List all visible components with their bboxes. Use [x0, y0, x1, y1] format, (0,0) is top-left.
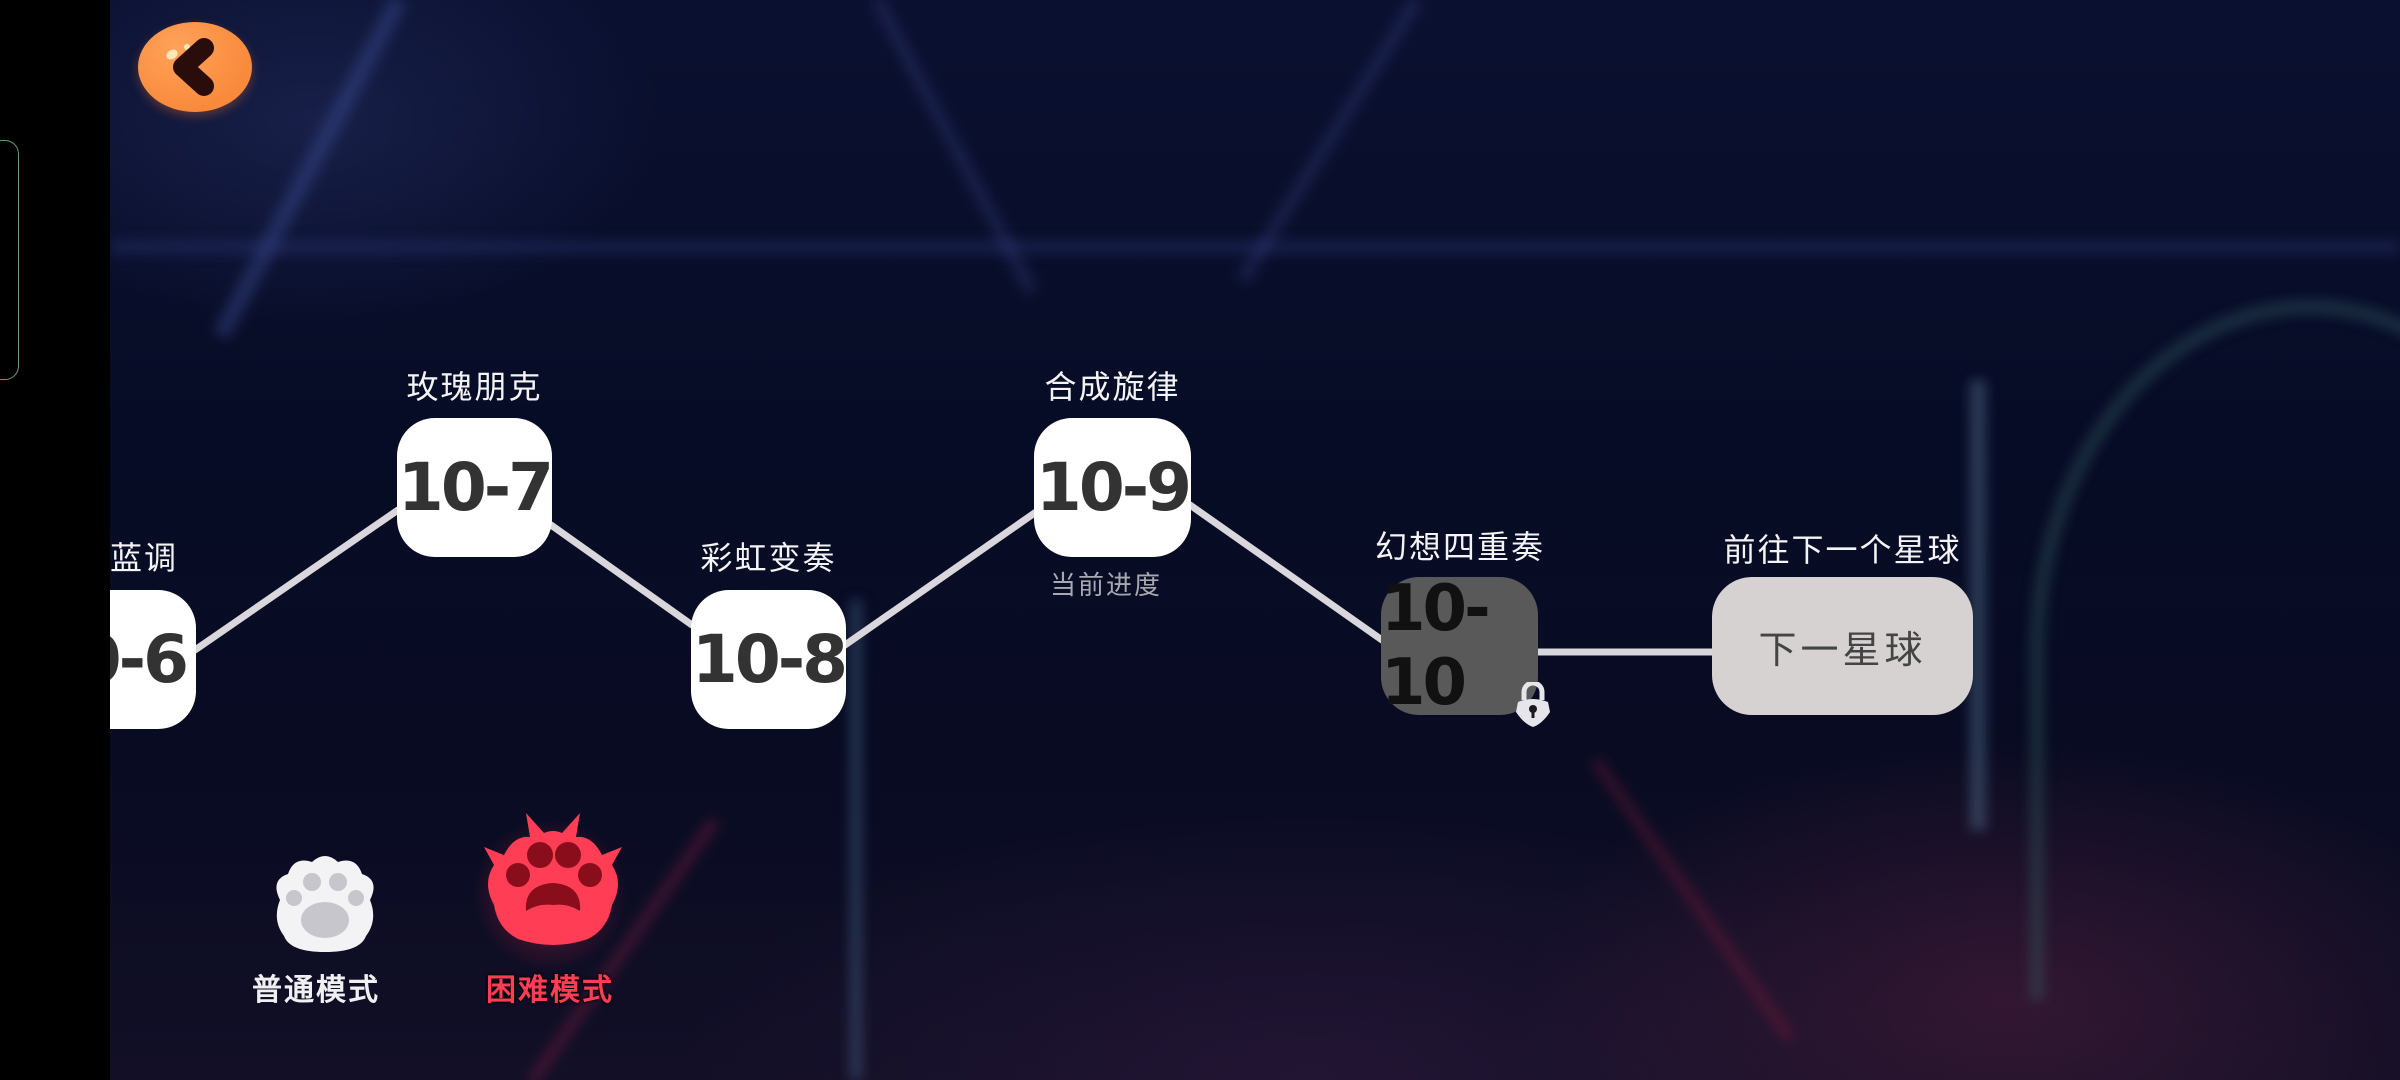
level-number: 10-9 — [1035, 449, 1192, 526]
lock-icon — [1516, 682, 1550, 727]
light-beam — [1970, 380, 1986, 830]
level-title-10-10: 幻想四重奏 — [1374, 528, 1545, 566]
level-node-10-8[interactable]: 10-8 — [691, 590, 848, 729]
level-title-10-7: 玫瑰朋克 — [406, 368, 543, 406]
light-beam — [850, 600, 862, 1080]
red-paw-icon — [484, 813, 622, 945]
next-planet-title: 前往下一个星球 — [1723, 531, 1962, 569]
level-node-10-7[interactable]: 10-7 — [397, 418, 554, 557]
current-progress-label: 当前进度 — [1050, 571, 1163, 601]
level-title-10-6: 蓝调 — [110, 539, 179, 577]
level-node-10-9[interactable]: 10-9 — [1034, 418, 1192, 557]
normal-mode-button[interactable]: 普通模式 — [245, 845, 405, 1008]
normal-mode-label: 普通模式 — [252, 973, 380, 1008]
white-paw-icon — [276, 856, 374, 952]
device-edge-bar — [0, 0, 110, 1080]
light-beam — [110, 240, 2400, 254]
level-number: 10-7 — [397, 449, 554, 526]
hard-mode-label: 困难模式 — [486, 973, 614, 1008]
back-button[interactable] — [138, 22, 252, 112]
level-node-10-10[interactable]: 10-10 — [1381, 572, 1538, 720]
shine-highlight — [184, 44, 190, 50]
next-planet-button[interactable]: 下一星球 — [1712, 577, 1973, 715]
level-title-10-8: 彩虹变奏 — [700, 539, 837, 577]
chevron-left-icon — [173, 38, 214, 96]
next-planet-label: 下一星球 — [1758, 627, 1927, 672]
edge-panel-handle[interactable] — [0, 140, 19, 380]
hard-mode-button[interactable]: 困难模式 — [470, 800, 640, 1010]
level-number: 10-10 — [1381, 572, 1491, 720]
level-number: 10-8 — [691, 621, 848, 698]
level-title-10-9: 合成旋律 — [1044, 368, 1181, 406]
